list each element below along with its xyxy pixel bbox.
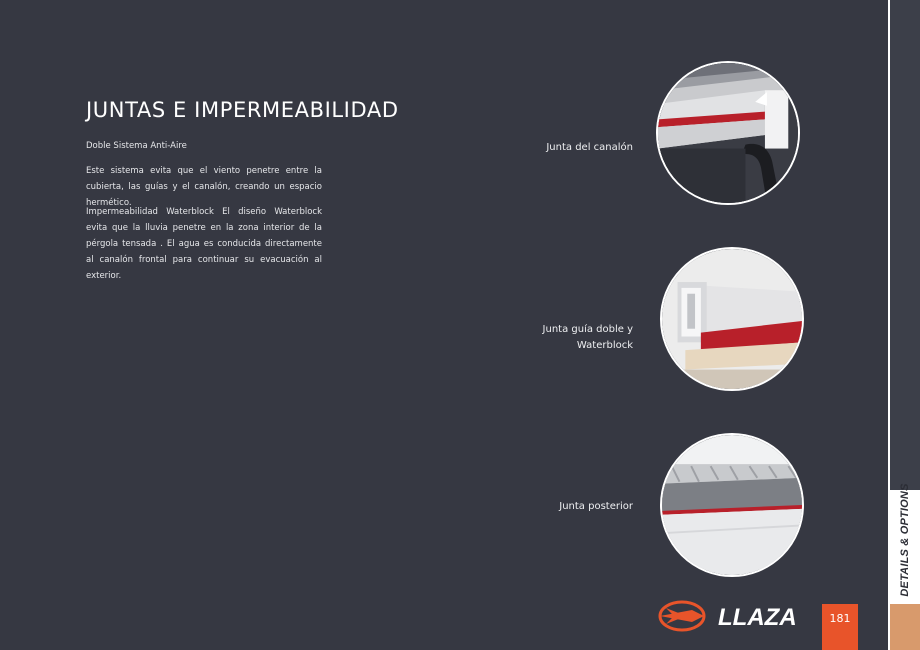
detail-label-guia: Junta guía doble y Waterblock <box>542 324 633 351</box>
detail-image-guia <box>660 247 804 391</box>
section-label: DETAILS & OPTIONS <box>899 483 911 597</box>
detail-image-posterior <box>660 433 804 577</box>
paragraph-anti-aire: Este sistema evita que el viento penetre… <box>86 166 322 208</box>
side-bar-accent <box>890 604 920 650</box>
brand-name: LLAZA <box>718 604 797 631</box>
page-subtitle: Doble Sistema Anti-Aire <box>86 141 187 151</box>
page-title: JUNTAS E IMPERMEABILIDAD <box>86 98 399 122</box>
page-number: 181 <box>822 604 858 650</box>
detail-image-canalon <box>656 61 800 205</box>
side-bar <box>890 0 920 490</box>
detail-label-posterior: Junta posterior <box>559 501 633 512</box>
detail-label-canalon: Junta del canalón <box>546 142 633 153</box>
paragraph-waterblock: Impermeabilidad Waterblock El diseño Wat… <box>86 207 322 281</box>
brand-logo: LLAZA <box>658 600 797 632</box>
rear-joint-illustration <box>662 435 802 575</box>
guide-joint-illustration <box>662 249 802 389</box>
gutter-joint-illustration <box>658 63 798 203</box>
